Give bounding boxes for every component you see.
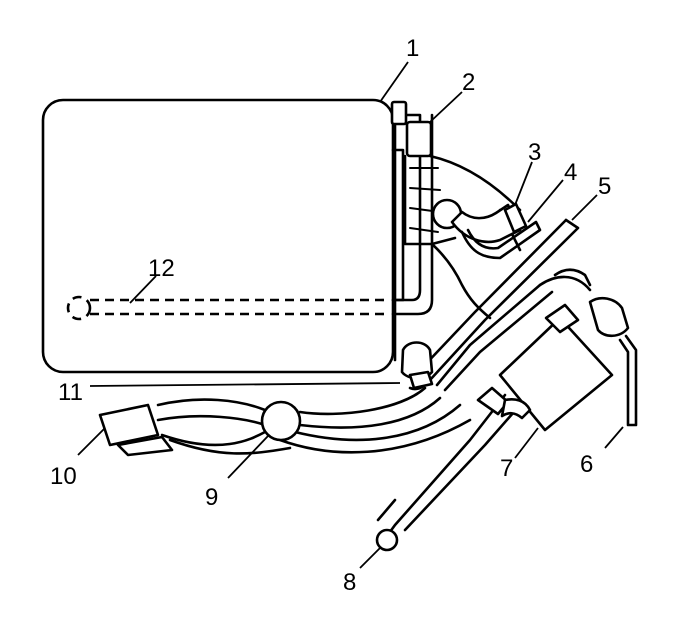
- lower-line: [375, 386, 532, 552]
- vapor-line: [460, 220, 542, 260]
- internal-fuel-tube: [66, 113, 434, 321]
- callout-12: 12: [148, 255, 175, 282]
- right-fuel-line: [588, 296, 638, 427]
- callout-1: 1: [406, 35, 419, 62]
- callout-6: 6: [580, 451, 593, 478]
- callout-8: 8: [343, 569, 356, 596]
- callout-10: 10: [50, 463, 77, 490]
- callout-7: 7: [500, 455, 513, 482]
- fuel-tank: [41, 98, 405, 374]
- callout-2: 2: [462, 69, 475, 96]
- callout-5: 5: [598, 173, 611, 200]
- leader-lines: [77, 61, 624, 569]
- quick-connector: [400, 341, 434, 390]
- electrical-connector: [98, 403, 174, 457]
- wiring-harness: [156, 386, 472, 455]
- callout-4: 4: [564, 159, 577, 186]
- callout-9: 9: [205, 484, 218, 511]
- callout-labels: 1 2 3 4 5 6 7 8 9 10 11 12: [50, 35, 611, 596]
- callout-11: 11: [58, 379, 83, 406]
- callout-3: 3: [528, 139, 541, 166]
